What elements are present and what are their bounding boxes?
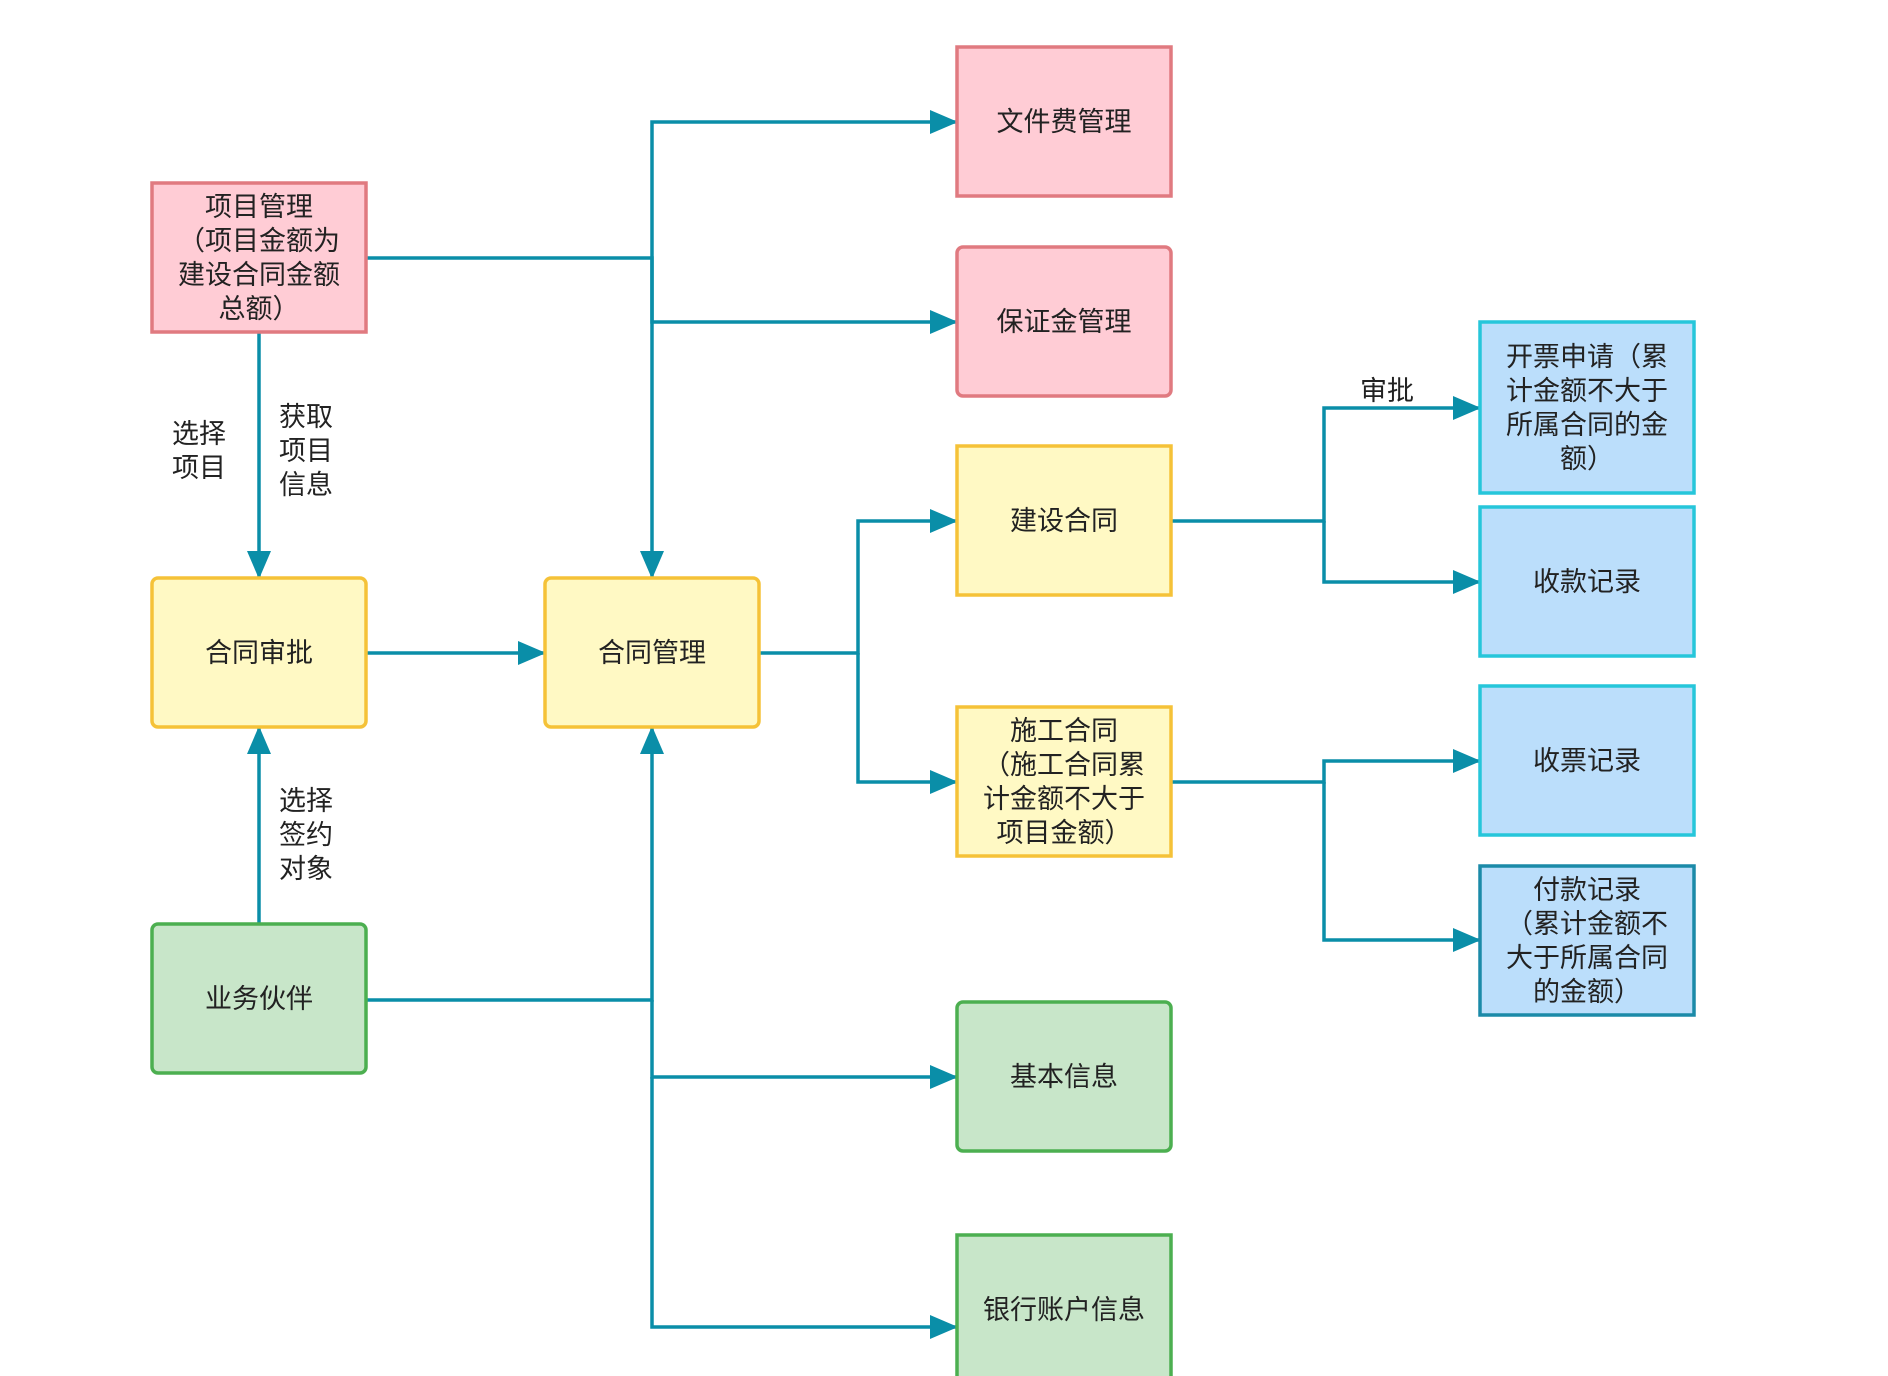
node-label-line: 基本信息 xyxy=(1010,1062,1118,1093)
edge-build-to-receipt xyxy=(1322,521,1481,594)
edge-label-select-counterparty: 选择 xyxy=(279,786,333,817)
node-box xyxy=(543,576,761,729)
edge-label-get-project-info: 信息 xyxy=(279,470,333,501)
edge-partner-to-bank xyxy=(650,1077,958,1339)
edge-label-select-counterparty: 签约 xyxy=(279,820,333,851)
node-box xyxy=(955,45,1173,198)
node-label-line: 文件费管理 xyxy=(997,107,1132,138)
node-box xyxy=(1478,864,1696,1017)
edge-construction-to-ticket xyxy=(1171,749,1481,784)
edge-project-to-mgmt xyxy=(366,256,664,579)
node-label-line: 合同审批 xyxy=(205,638,313,669)
edge-label-get-project-info: 项目 xyxy=(279,436,333,467)
node-label-line: 施工合同 xyxy=(1010,716,1118,747)
node-label-line: 收票记录 xyxy=(1533,746,1641,777)
edge-label-select-counterparty: 对象 xyxy=(279,854,333,885)
edges-layer xyxy=(247,110,1481,1339)
node-label-line: 业务伙伴 xyxy=(205,984,313,1015)
node-label-line: 计金额不大于 xyxy=(1506,376,1668,407)
node-label-line: 总额） xyxy=(219,294,300,325)
node-box xyxy=(1478,505,1696,658)
node-basic-info[interactable]: 基本信息 xyxy=(955,1000,1173,1153)
node-box xyxy=(150,922,368,1075)
edge-construction-to-payment xyxy=(1322,782,1481,952)
edge-label-select-project: 选择 xyxy=(172,419,226,450)
node-label-line: 开票申请（累 xyxy=(1506,342,1668,373)
node-box xyxy=(955,245,1173,398)
node-box xyxy=(955,1000,1173,1153)
node-receipt-record[interactable]: 收款记录 xyxy=(1478,505,1696,658)
node-build-contract[interactable]: 建设合同 xyxy=(955,444,1173,597)
edge-label-get-project-info: 获取 xyxy=(279,402,333,433)
node-label-line: 计金额不大于 xyxy=(983,784,1145,815)
node-box xyxy=(955,1233,1173,1376)
edge-build-to-invoice xyxy=(1171,396,1481,523)
node-bank-account[interactable]: 银行账户信息 xyxy=(955,1233,1173,1376)
edge-project-to-deposit xyxy=(650,258,958,334)
node-label-line: 所属合同的金 xyxy=(1506,410,1668,441)
node-box xyxy=(1478,320,1696,495)
node-label-line: 付款记录 xyxy=(1533,875,1641,906)
node-box xyxy=(1478,684,1696,837)
node-label-line: 大于所属合同 xyxy=(1506,943,1668,974)
edge-mgmt-to-build xyxy=(759,509,958,655)
node-label-line: 合同管理 xyxy=(598,638,706,669)
node-label-line: 额） xyxy=(1560,444,1614,475)
node-box xyxy=(150,181,368,334)
node-deposit[interactable]: 保证金管理 xyxy=(955,245,1173,398)
node-partner[interactable]: 业务伙伴 xyxy=(150,922,368,1075)
edge-label-approve: 审批 xyxy=(1360,376,1414,407)
node-label-line: 项目金额） xyxy=(997,818,1132,849)
node-ticket-record[interactable]: 收票记录 xyxy=(1478,684,1696,837)
edge-project-to-docfee xyxy=(650,110,958,258)
edge-partner-to-mgmt xyxy=(366,726,664,1002)
node-box xyxy=(150,576,368,729)
node-box xyxy=(955,705,1173,858)
node-label-line: 保证金管理 xyxy=(997,307,1132,338)
node-label-line: （项目金额为 xyxy=(178,226,340,257)
node-box xyxy=(955,444,1173,597)
node-label-line: （累计金额不 xyxy=(1506,909,1668,940)
node-label-line: 收款记录 xyxy=(1533,567,1641,598)
node-label-line: 建设合同 xyxy=(1010,506,1118,537)
node-label-line: 银行账户信息 xyxy=(983,1295,1145,1326)
node-contract-mgmt[interactable]: 合同管理 xyxy=(543,576,761,729)
node-doc-fee[interactable]: 文件费管理 xyxy=(955,45,1173,198)
edge-partner-to-basic xyxy=(650,1000,958,1089)
edge-mgmt-to-construction xyxy=(856,653,958,794)
node-label-line: （施工合同累 xyxy=(983,750,1145,781)
node-label-line: 项目管理 xyxy=(205,192,313,223)
edge-label-select-project: 项目 xyxy=(172,453,226,484)
node-label-line: 建设合同金额 xyxy=(178,260,340,291)
node-label-line: 的金额） xyxy=(1533,977,1641,1008)
node-contract-approval[interactable]: 合同审批 xyxy=(150,576,368,729)
